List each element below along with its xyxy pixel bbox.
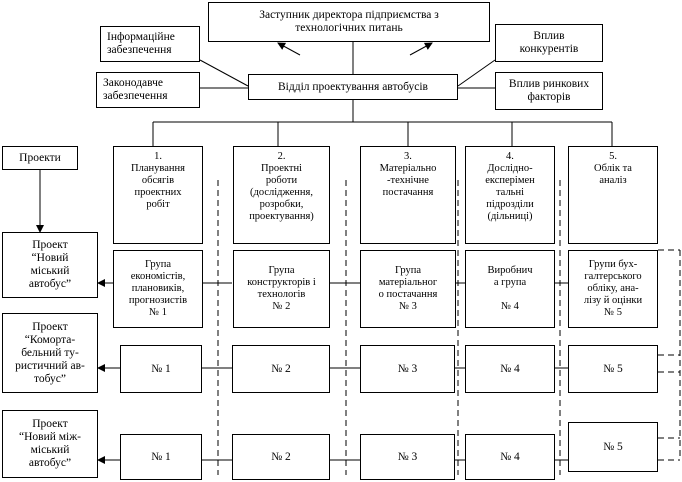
row2-unit-4: № 4 xyxy=(465,345,555,393)
function-design-box: 2. Проектні роботи (дослідження, розробк… xyxy=(233,146,330,244)
competitors-box: Вплив конкурентів xyxy=(495,24,603,62)
competitors-to-dept-line xyxy=(457,59,496,87)
function-supply-box: 3. Матеріально -технічне постачання xyxy=(360,146,456,244)
market-factors-box: Вплив ринкових факторів xyxy=(495,72,603,110)
bus-design-dept-box: Відділ проектування автобусів xyxy=(248,74,458,100)
group-economists-box: Група економістів, плановиків, прогнозис… xyxy=(113,250,203,328)
row3-unit-1: № 1 xyxy=(120,434,202,480)
project-intercity-bus: Проект “Новий між- міський автобус” xyxy=(2,410,98,478)
info-to-dept-line xyxy=(199,59,249,87)
function-accounting-box: 5. Облік та аналіз xyxy=(568,146,658,244)
function-planning-box: 1. Планування обсягів проектних робіт xyxy=(113,146,203,244)
row3-unit-3: № 3 xyxy=(360,434,455,480)
projects-header: Проекти xyxy=(2,146,78,170)
group-accounting-box: Групи бух- галтерського обліку, ана- ліз… xyxy=(568,250,658,328)
function-experimental-box: 4. Дослідно- експерімен тальні підрозділ… xyxy=(465,146,555,244)
project-tourist-bus: Проект “Коморта- бельний ту- ристичний а… xyxy=(2,313,98,393)
row3-unit-5: № 5 xyxy=(568,422,658,472)
row2-unit-3: № 3 xyxy=(360,345,455,393)
group-supply-box: Група матеріальног о постачання № 3 xyxy=(360,250,456,328)
deputy-director-box: Заступник директора підприємства з техно… xyxy=(208,2,490,42)
project-new-city-bus: Проект “Новий міський автобус” xyxy=(2,232,98,298)
group-designers-box: Група конструкторів і технологів № 2 xyxy=(233,250,330,328)
row3-unit-2: № 2 xyxy=(232,434,330,480)
row2-unit-1: № 1 xyxy=(120,345,202,393)
row2-unit-5: № 5 xyxy=(568,345,658,393)
legal-support-box: Законодавче забезпечення xyxy=(96,72,200,108)
upward-arrow-right xyxy=(409,42,433,56)
group-production-box: Виробнич а група № 4 xyxy=(465,250,555,328)
row2-unit-2: № 2 xyxy=(232,345,330,393)
row3-unit-4: № 4 xyxy=(465,434,555,480)
info-support-box: Інформаційне забезпечення xyxy=(100,26,200,62)
upward-arrow-left xyxy=(277,42,301,56)
